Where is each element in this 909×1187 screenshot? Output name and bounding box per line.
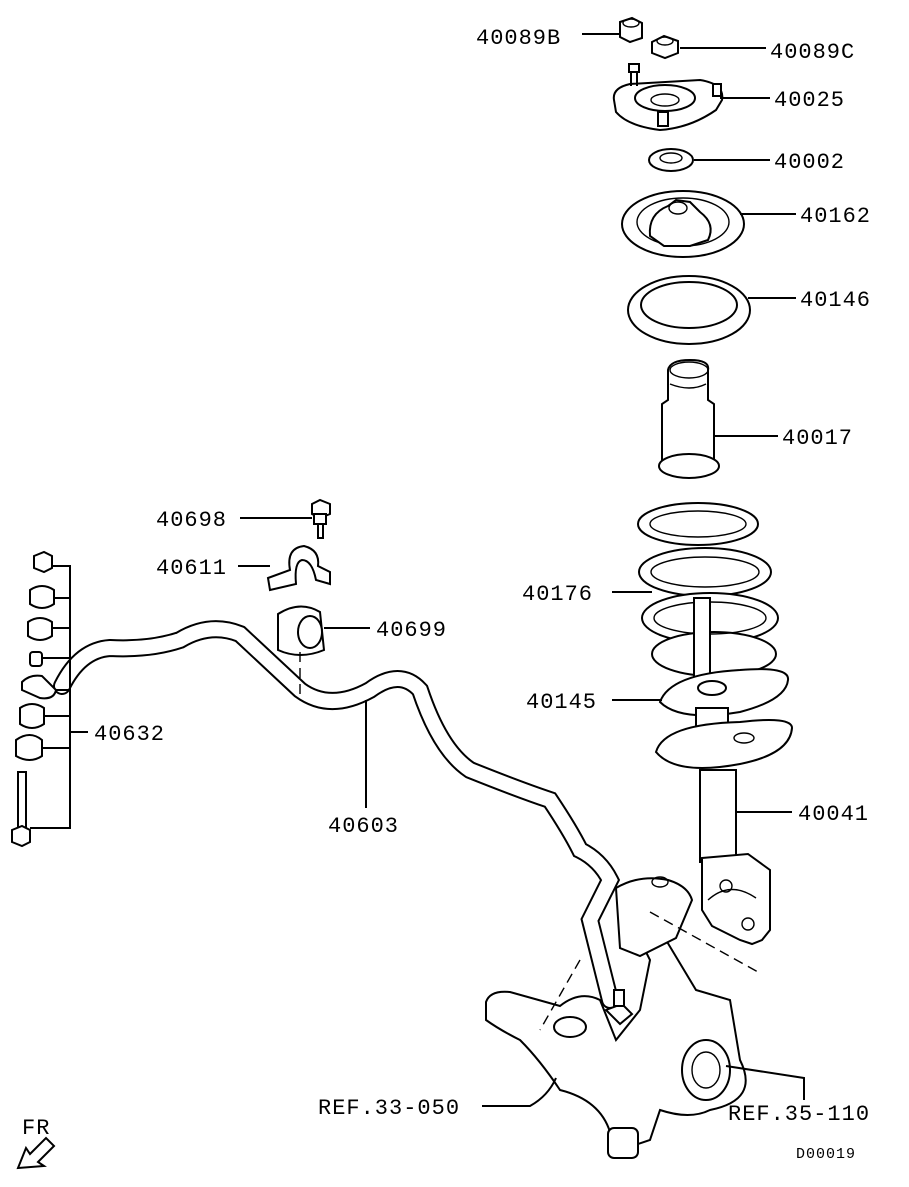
- label-fr: FR: [22, 1116, 50, 1141]
- label-40632: 40632: [94, 722, 165, 747]
- stabilizer-bar-40603: [53, 620, 621, 1009]
- spring-pad-40146: [627, 275, 751, 345]
- bolt-40698: [311, 498, 331, 539]
- label-40698: 40698: [156, 508, 227, 533]
- strut-assembly-40041: [654, 707, 794, 946]
- label-ref-33-050: REF.33-050: [318, 1096, 460, 1121]
- knuckle-assembly: [485, 876, 759, 1159]
- label-40162: 40162: [800, 204, 871, 229]
- nut-40089c: [651, 34, 679, 60]
- label-40611: 40611: [156, 556, 227, 581]
- label-40002: 40002: [774, 150, 845, 175]
- label-40089b: 40089B: [476, 26, 561, 51]
- label-40603: 40603: [328, 814, 399, 839]
- spring-seat-40162: [621, 190, 745, 258]
- bearing-40002: [648, 148, 694, 172]
- label-ref-35-110: REF.35-110: [728, 1102, 870, 1127]
- diagram-code: D00019: [796, 1146, 856, 1163]
- strut-mount-40025: [612, 63, 724, 132]
- label-40025: 40025: [774, 88, 845, 113]
- leader-lines: [70, 33, 805, 1107]
- label-40089c: 40089C: [770, 40, 855, 65]
- label-40699: 40699: [376, 618, 447, 643]
- dust-boot-40017: [658, 358, 720, 479]
- bushing-40699: [277, 605, 326, 700]
- clamp-40611: [266, 544, 331, 592]
- label-40176: 40176: [522, 582, 593, 607]
- label-40145: 40145: [526, 690, 597, 715]
- nut-40089b: [619, 16, 643, 44]
- coil-spring-40176: [637, 502, 779, 689]
- label-40041: 40041: [798, 802, 869, 827]
- label-40017: 40017: [782, 426, 853, 451]
- label-40146: 40146: [800, 288, 871, 313]
- link-kit-40632: [11, 550, 71, 848]
- front-direction-arrow-icon: [16, 1136, 56, 1170]
